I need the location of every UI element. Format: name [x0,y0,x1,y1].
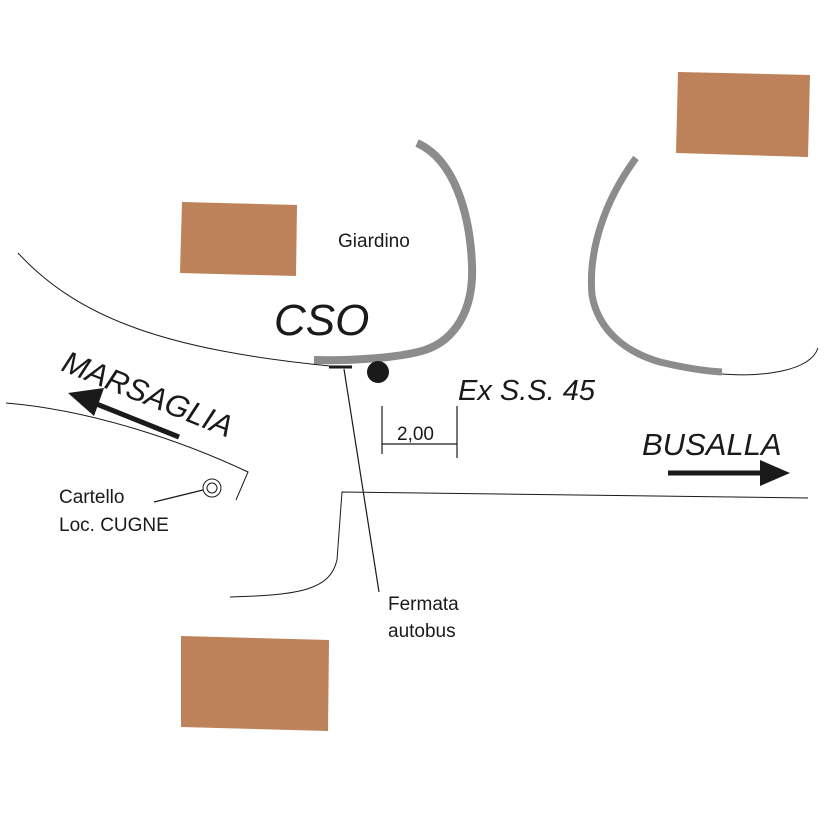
bus-stop-label-line1: Fermata [388,594,459,615]
building-top-right [676,72,810,157]
bus-stop-label-line2: autobus [388,621,456,642]
width-label: 2,00 [397,424,434,445]
bus-stop-leader [343,368,380,593]
sign-label-line2: Loc. CUGNE [59,515,169,536]
sign-leader [153,489,204,503]
road-edge-upper-left [17,252,331,367]
busalla-label: BUSALLA [642,427,782,462]
cso-marker [367,361,389,383]
sign-marker-inner [206,482,218,494]
road-edge-upper-right [721,347,819,376]
road-edge-lower-right [229,491,809,598]
arrow-right-icon [668,460,790,486]
building-left [180,202,297,276]
right-wall [587,155,723,376]
building-bottom [181,636,329,731]
cso-label: CSO [274,296,369,345]
road-label: Ex S.S. 45 [458,375,596,407]
sign-marker-outer [202,478,222,498]
arrow-left-icon [68,388,180,440]
garden-label: Giardino [338,231,410,252]
road-edge-lower-left [5,402,249,501]
width-dimension [381,406,458,458]
garden-wall [313,139,477,365]
sign-label-line1: Cartello [59,487,124,508]
